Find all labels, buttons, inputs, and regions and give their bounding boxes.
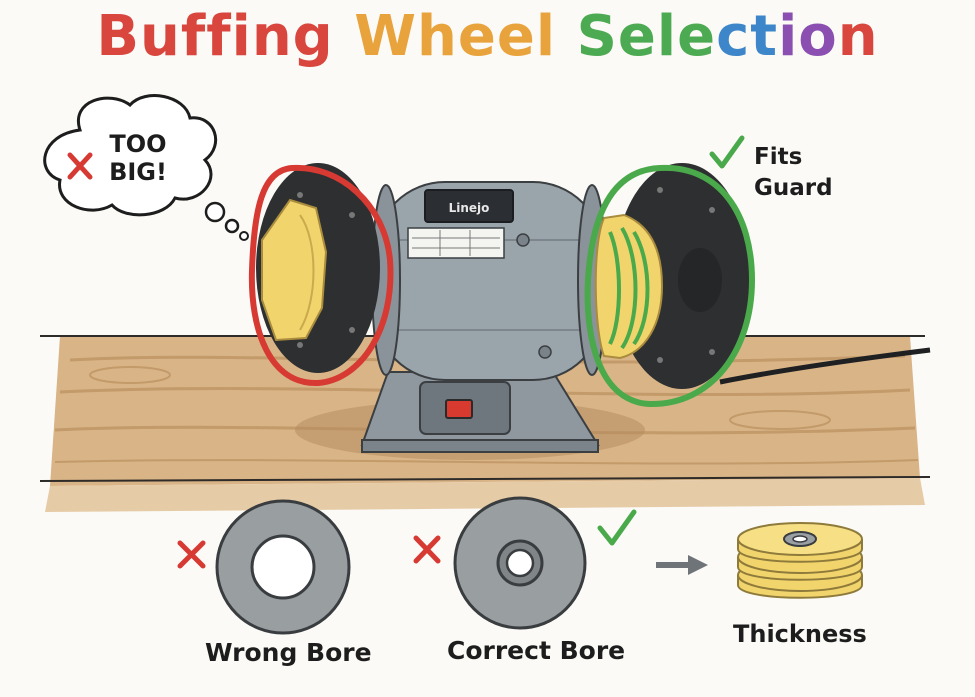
wrong-bore-wheel bbox=[215, 499, 351, 635]
grinder-base bbox=[360, 371, 600, 453]
title-letter: l bbox=[656, 4, 678, 69]
grinder-brand-text: Linejo bbox=[449, 201, 490, 215]
title-letter: e bbox=[617, 4, 657, 69]
fits-check-icon bbox=[709, 135, 745, 169]
power-switch[interactable] bbox=[445, 399, 473, 419]
title-letter: t bbox=[750, 4, 779, 69]
arrow-icon bbox=[656, 555, 708, 575]
title-letter: n bbox=[837, 4, 879, 69]
too-big-line2: BIG! bbox=[109, 158, 167, 186]
fits-line2: Guard bbox=[754, 175, 833, 201]
title-letter: S bbox=[576, 4, 618, 69]
too-big-thought-bubble bbox=[43, 94, 249, 241]
bubble-cross-icon bbox=[67, 152, 93, 180]
power-cord bbox=[719, 347, 931, 385]
too-big-label: TOO BIG! bbox=[103, 130, 173, 186]
right-wheel-green-outline bbox=[584, 164, 756, 408]
correct-bore-label: Correct Bore bbox=[447, 636, 626, 665]
title-word-selection: Selection bbox=[577, 2, 879, 72]
fits-line1: Fits bbox=[754, 144, 803, 170]
too-big-line1: TOO bbox=[109, 130, 167, 158]
thickness-buff-stack bbox=[737, 522, 863, 599]
title-letter: i bbox=[778, 4, 799, 69]
fits-guard-label: Fits Guard bbox=[754, 142, 833, 204]
correct-bore-wheel bbox=[453, 496, 587, 630]
wrong-bore-cross-icon bbox=[177, 540, 206, 569]
page-title: Buffing Wheel Selection bbox=[0, 2, 975, 72]
title-letter: o bbox=[798, 4, 838, 69]
title-word-buffing: Buffing bbox=[96, 4, 334, 69]
title-word-wheel: Wheel bbox=[354, 4, 557, 69]
correct-bore-check-icon bbox=[597, 509, 637, 546]
wrong-bore-label: Wrong Bore bbox=[205, 638, 372, 667]
left-wheel-red-outline bbox=[248, 164, 394, 387]
title-letter: e bbox=[677, 4, 717, 69]
title-letter: c bbox=[716, 4, 751, 69]
correct-bore-cross-icon bbox=[413, 535, 441, 564]
thickness-label: Thickness bbox=[733, 620, 867, 648]
